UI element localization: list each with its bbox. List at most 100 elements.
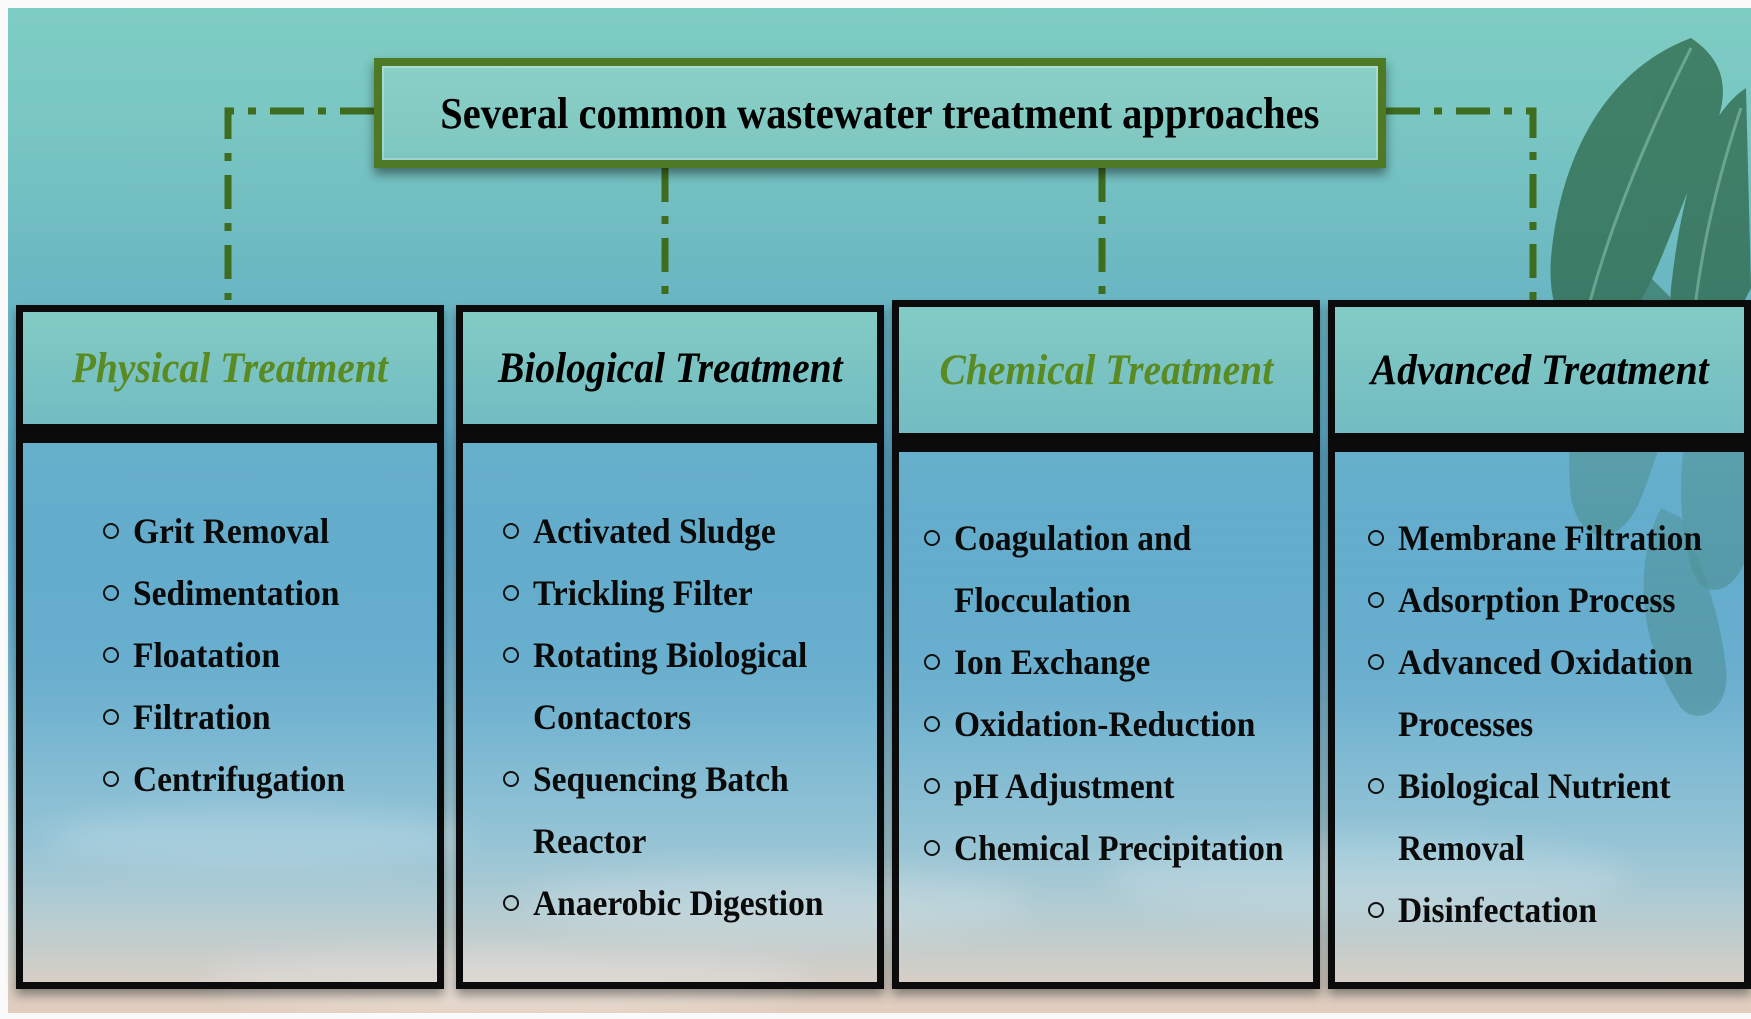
bullet-circle-icon [503,771,519,787]
list-item: pH Adjustment [924,755,1308,817]
list-item: Disinfectation [1368,879,1725,941]
item-line-2: Flocculation [954,580,1131,620]
bullet-circle-icon [924,716,940,732]
list-item: Oxidation-Reduction [924,693,1308,755]
list-item: Centrifugation [103,748,361,810]
item-text: Adsorption Process [1398,569,1675,631]
item-line-1: Coagulation and [954,518,1192,558]
column-heading: Advanced Treatment [1370,346,1709,394]
item-text: Disinfectation [1398,879,1597,941]
bullet-circle-icon [1368,654,1384,670]
item-text: Activated Sludge [533,500,776,562]
item-text: Anaerobic Digestion [533,872,823,934]
item-line-1: Sequencing Batch [533,759,789,799]
column-heading: Chemical Treatment [939,346,1273,394]
item-text: Grit Removal [133,500,329,562]
connector-advanced [1386,107,1537,300]
list-item: Chemical Precipitation [924,817,1308,879]
item-text: Ion Exchange [954,631,1150,693]
item-line-1: Oxidation-Reduction [954,704,1256,744]
bullet-circle-icon [503,523,519,539]
item-line-1: Activated Sludge [533,511,776,551]
item-line-1: Disinfectation [1398,890,1598,930]
item-line-2: Removal [1398,828,1525,868]
column-heading: Biological Treatment [497,344,843,392]
item-line-1: Rotating Biological [533,635,808,675]
item-text: Oxidation-Reduction [954,693,1255,755]
item-text: Membrane Filtration [1398,507,1702,569]
item-line-1: Chemical Precipitation [954,828,1284,868]
bullet-circle-icon [103,771,119,787]
diagram-title-box: Several common wastewater treatment appr… [374,58,1386,168]
item-text: Chemical Precipitation [954,817,1283,879]
bullet-circle-icon [1368,530,1384,546]
bullet-circle-icon [503,647,519,663]
bullet-circle-icon [924,654,940,670]
item-line-1: pH Adjustment [954,766,1175,806]
item-text: Filtration [133,686,271,748]
list-item: Sedimentation [103,562,361,624]
connector-physical [224,107,374,300]
bullet-circle-icon [103,523,119,539]
item-line-2: Contactors [533,697,692,737]
bullet-circle-icon [503,895,519,911]
item-line-1: Grit Removal [133,511,330,551]
item-line-2: Reactor [533,821,647,861]
bullet-circle-icon [103,585,119,601]
item-text: Trickling Filter [533,562,753,624]
item-line-1: Filtration [133,697,271,737]
list-item: Adsorption Process [1368,569,1725,631]
bullet-circle-icon [924,840,940,856]
bullet-circle-icon [924,778,940,794]
list-item: Floatation [103,624,361,686]
bullet-circle-icon [103,647,119,663]
bullet-circle-icon [1368,592,1384,608]
bullet-circle-icon [503,585,519,601]
item-line-1: Centrifugation [133,759,346,799]
item-line-1: Adsorption Process [1398,580,1676,620]
column-header: Chemical Treatment [892,300,1320,440]
item-line-1: Advanced Oxidation [1398,642,1693,682]
list-item: Anaerobic Digestion [503,872,845,934]
item-line-1: Sedimentation [133,573,340,613]
column-heading: Physical Treatment [71,344,389,392]
list-item: Filtration [103,686,361,748]
list-item: Grit Removal [103,500,361,562]
bullet-circle-icon [924,530,940,546]
item-text: Sedimentation [133,562,339,624]
column-header: Physical Treatment [16,305,444,431]
item-text: Floatation [133,624,280,686]
list-item: Membrane Filtration [1368,507,1725,569]
bullet-circle-icon [103,709,119,725]
item-line-1: Membrane Filtration [1398,518,1703,558]
diagram-title: Several common wastewater treatment appr… [440,88,1320,138]
item-line-2: Processes [1398,704,1534,744]
list-item: Ion Exchange [924,631,1308,693]
item-line-1: Ion Exchange [954,642,1151,682]
item-line-1: Anaerobic Digestion [533,883,824,923]
column-header: Advanced Treatment [1328,300,1751,440]
item-text: pH Adjustment [954,755,1174,817]
bullet-circle-icon [1368,778,1384,794]
item-line-1: Biological Nutrient [1398,766,1671,806]
bullet-circle-icon [1368,902,1384,918]
list-item: Activated Sludge [503,500,845,562]
